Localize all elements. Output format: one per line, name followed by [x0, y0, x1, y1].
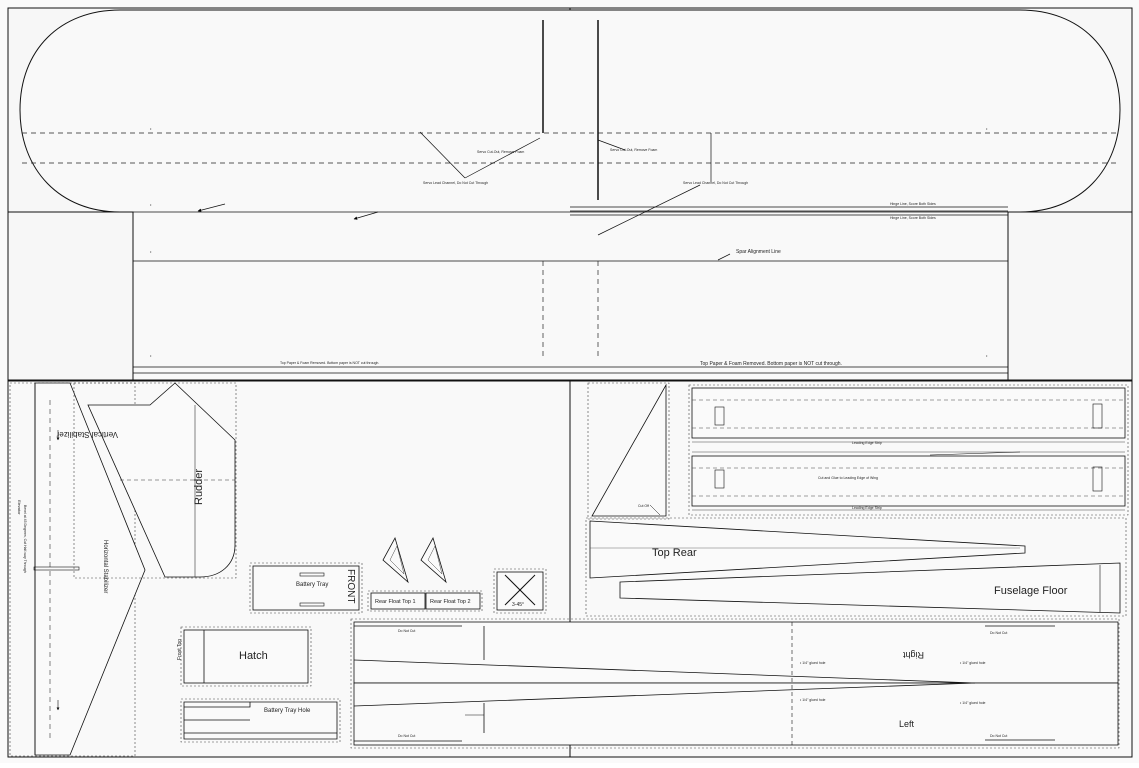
strip-tab-4 — [1092, 466, 1103, 492]
battery-slot — [299, 572, 325, 577]
strip-tab — [714, 406, 725, 426]
fuselage-sides-box — [350, 618, 1120, 749]
horiz-stab-box — [9, 382, 136, 757]
wing-section: Servo Cut-Out, Remove Foam Servo Lead Ch… — [7, 7, 1133, 381]
strip-note: Leading Edge Strip — [852, 506, 882, 510]
vertical-stabilizer-outline — [87, 382, 236, 578]
stab-slot — [33, 566, 80, 571]
fuselage-floor-label: Fuselage Floor — [994, 585, 1068, 597]
strip-note: Leading Edge Strip — [852, 441, 882, 445]
tip-box — [587, 382, 670, 520]
side-note: • 1/4" glued hole — [800, 661, 825, 665]
paper-note-right: Top Paper & Foam Removed. Bottom paper i… — [700, 361, 842, 367]
mark: • — [986, 353, 988, 358]
stab-note: Bevel at 45 Degrees, Cut Half-way Throug… — [23, 505, 27, 573]
float-tops-box — [367, 590, 483, 612]
stab-note: Elevator — [17, 500, 22, 515]
rear-float-top-1-label: Rear Float Top 1 — [375, 599, 416, 605]
rudder-label: Rudder — [193, 469, 205, 505]
spar-alignment-label: Spar Alignment Line — [736, 249, 781, 255]
top-rear-box — [585, 517, 1127, 617]
right-label: Right — [902, 650, 924, 660]
strip-tab-2 — [714, 469, 725, 489]
angle-box — [493, 568, 547, 614]
callout-text: Hinge Line, Score Both Sides — [890, 216, 936, 220]
fuselage-left-side — [353, 682, 1119, 746]
callout-text: Hinge Line, Score Both Sides — [890, 202, 936, 206]
parts-section: Horizontal Stabilizer Elevator Bevel at … — [7, 380, 1133, 758]
mark: • — [150, 353, 152, 358]
mark: • — [986, 126, 988, 131]
angle-template — [496, 571, 544, 611]
rear-float-top-1 — [370, 592, 426, 610]
float-triangle-inner — [389, 545, 405, 575]
left-label: Left — [899, 719, 915, 729]
tray-hole-box — [180, 698, 341, 743]
hatch-outline — [183, 629, 309, 684]
arrow-leader — [717, 253, 731, 261]
mark: • — [150, 202, 152, 207]
battery-tray-box — [249, 562, 363, 614]
callout-text: Servo Cut-Out, Remove Foam — [610, 148, 657, 152]
vertical-stabilizer-label: Vertical Stabilizer — [56, 430, 118, 439]
tray-hole-outline — [183, 701, 338, 740]
tip-leader — [649, 504, 661, 516]
side-note: • 1/4" glued hole — [960, 701, 985, 705]
side-note: Do Not Cut — [398, 629, 415, 633]
callout-text: Servo Lead Channel, Do Not Cut Through — [683, 181, 748, 185]
angle-line-2 — [504, 574, 536, 606]
mark: • — [150, 249, 152, 254]
hatch-box — [180, 626, 312, 687]
float-triangle-2 — [420, 536, 447, 584]
strip-note: Cut and Glue to Leading Edge of Wing — [818, 476, 878, 480]
strips-box — [688, 384, 1129, 516]
battery-slot-2 — [299, 602, 325, 607]
leader-line — [464, 137, 541, 179]
callout-text: Servo Lead Channel, Do Not Cut Through — [423, 181, 488, 185]
leader-line — [419, 131, 466, 179]
callout-text: Servo Cut-Out, Remove Foam — [477, 150, 524, 154]
tip-note: Cut Off — [638, 504, 649, 508]
front-label: FRONT — [345, 569, 356, 603]
horizontal-stabilizer-label: Horizontal Stabilizer — [102, 540, 108, 593]
side-note: • 1/4" glued hole — [800, 698, 825, 702]
strip-tab-3 — [1092, 403, 1103, 429]
leader-line — [597, 184, 701, 236]
side-taper-line-2 — [353, 682, 976, 707]
front-top-label: Front Top — [177, 639, 183, 660]
side-note: Do Not Cut — [990, 631, 1007, 635]
float-triangle-2-inner — [427, 545, 443, 575]
side-taper-line — [353, 659, 976, 684]
paper-note-left: Top Paper & Foam Removed. Bottom paper i… — [280, 361, 379, 365]
leader-line — [597, 139, 626, 151]
wing-outline — [19, 9, 1121, 381]
float-triangle — [382, 536, 409, 584]
joiner-strip-2 — [691, 455, 1126, 507]
rear-float-top-2-label: Rear Float Top 2 — [430, 599, 471, 605]
arrow-leader — [353, 211, 379, 220]
angle-label: 3-45° — [512, 602, 524, 608]
tray-hole-label: Battery Tray Hole — [264, 708, 311, 714]
vert-stab-box — [73, 382, 237, 579]
mark: • — [150, 126, 152, 131]
hatch-label: Hatch — [239, 650, 268, 662]
strip-mark — [929, 451, 1021, 456]
side-note: Do Not Cut — [398, 734, 415, 738]
side-note: Do Not Cut — [990, 734, 1007, 738]
rear-float-top-2 — [425, 592, 481, 610]
battery-tray-outline — [252, 565, 360, 611]
wing-tip-triangle — [591, 383, 667, 517]
joiner-strip — [691, 387, 1126, 439]
battery-tray-label: Battery Tray — [296, 582, 328, 588]
arrow-leader — [197, 203, 226, 212]
top-rear-outline — [589, 520, 1026, 579]
side-note: • 1/4" glued hole — [960, 661, 985, 665]
fuselage-floor-outline — [619, 562, 1121, 614]
top-rear-label: Top Rear — [652, 547, 697, 559]
